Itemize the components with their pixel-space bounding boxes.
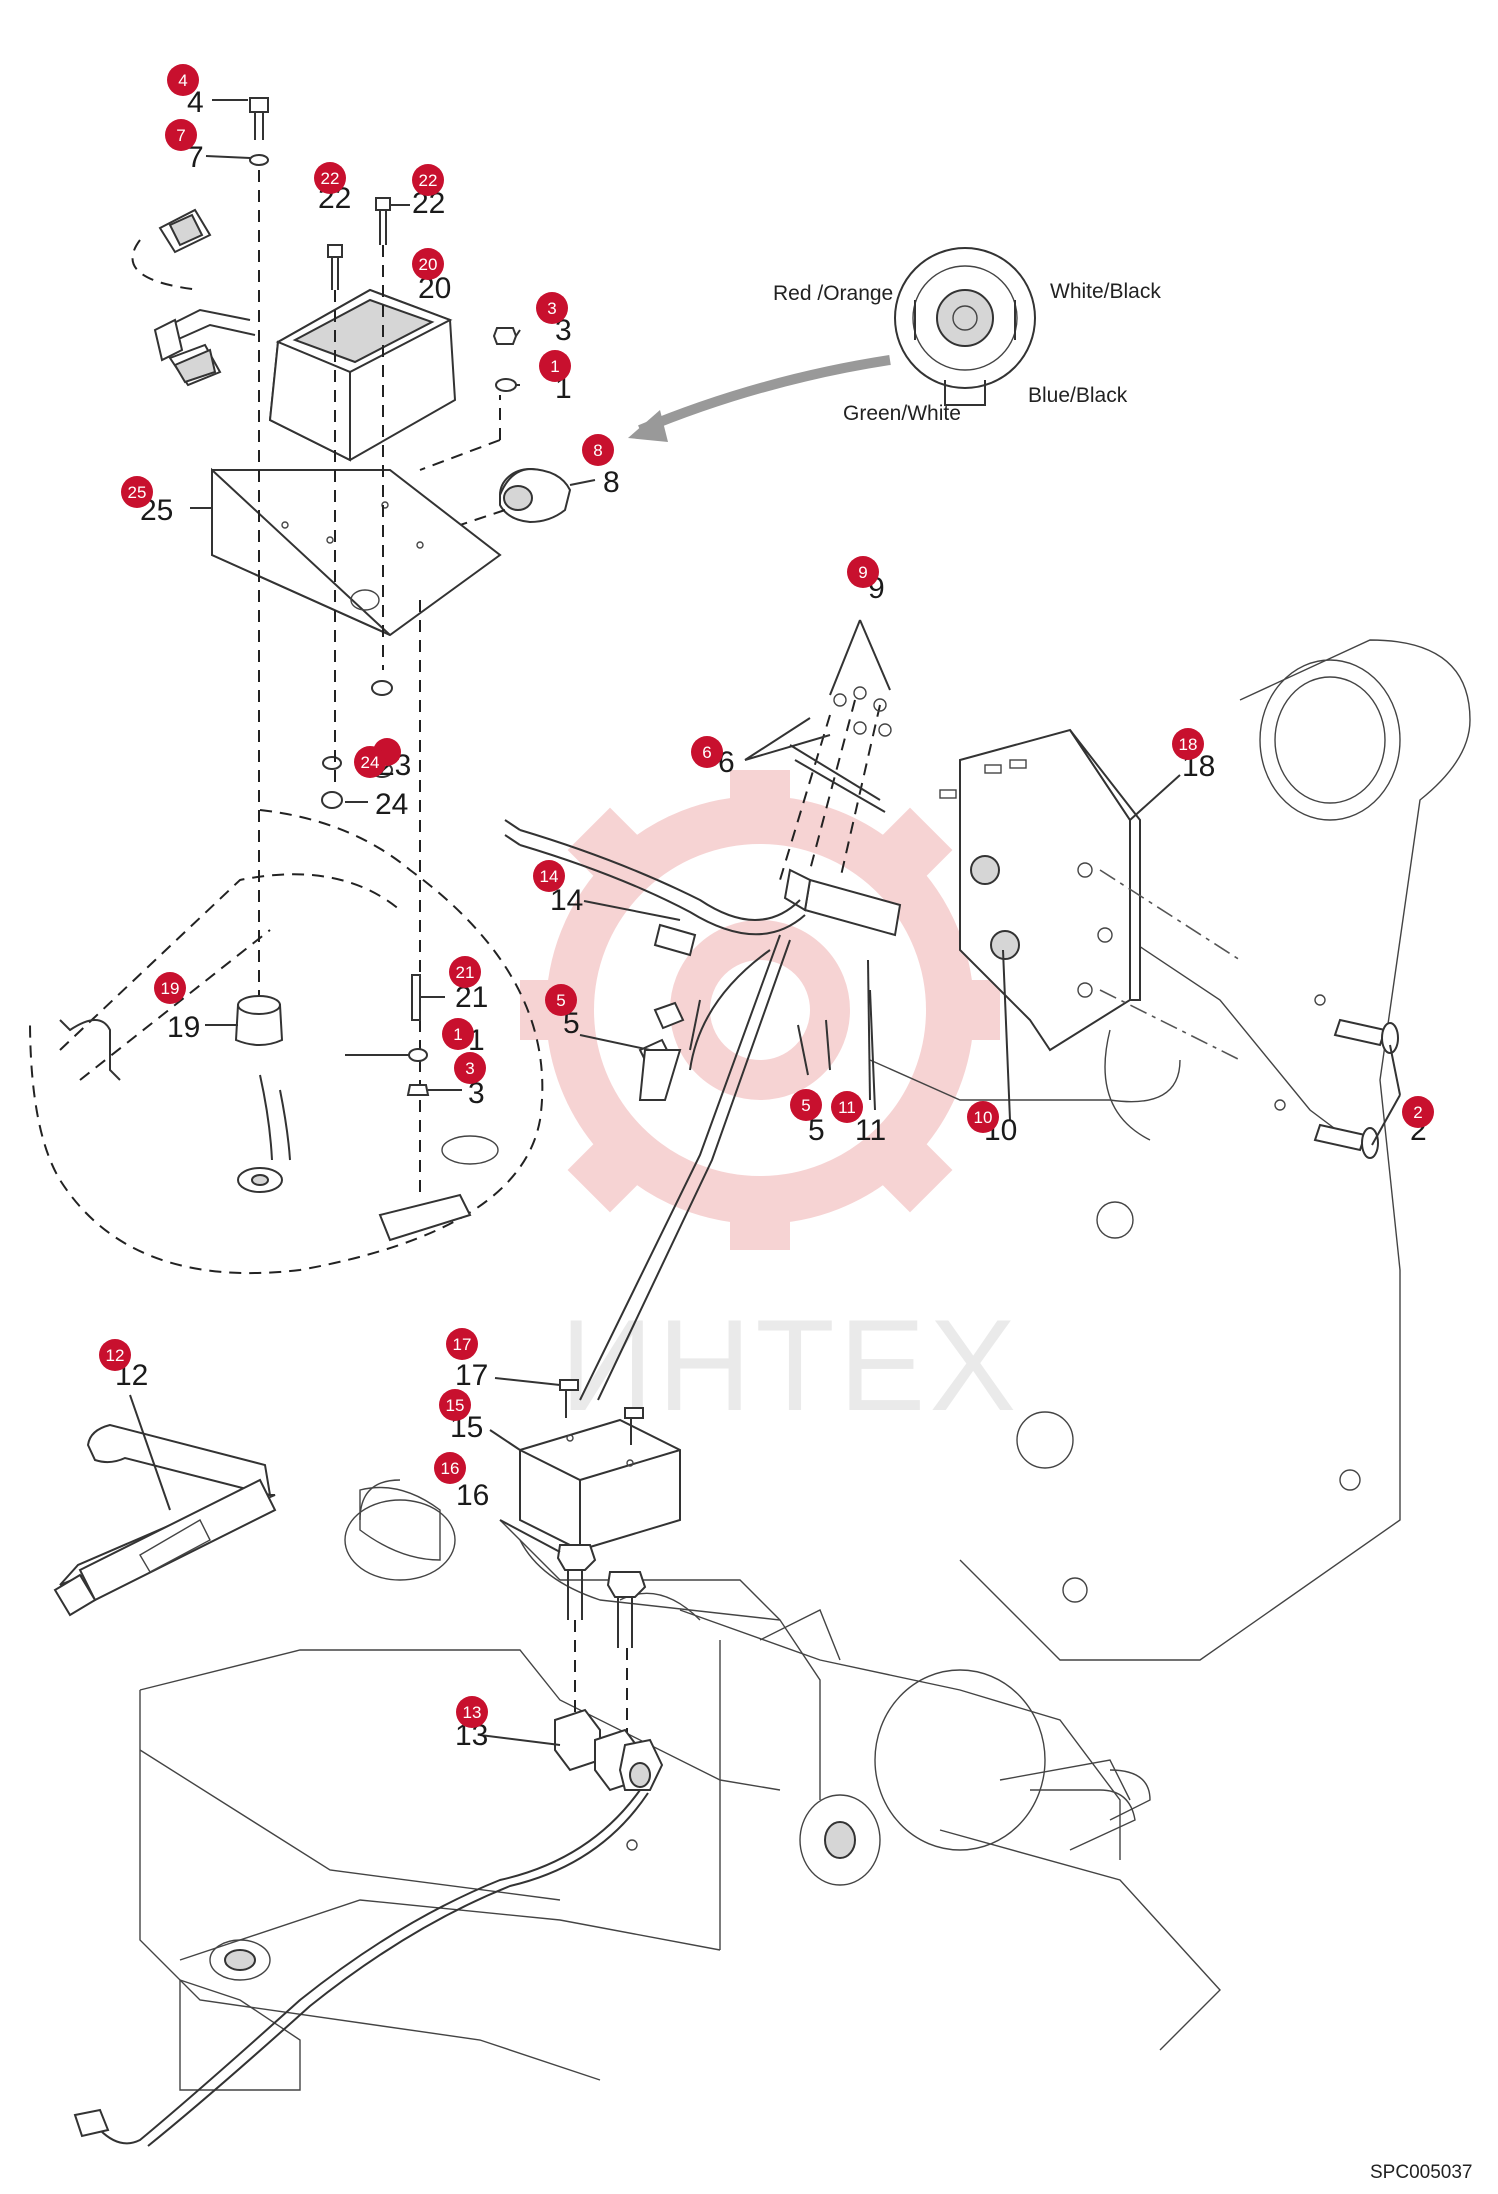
callout-badge: 11 <box>838 1098 856 1117</box>
callout-badge: 17 <box>453 1335 472 1354</box>
bolt-2 <box>1274 994 1399 1159</box>
callout-6[interactable]: 6 6 <box>691 736 735 779</box>
callout-badge: 6 <box>702 743 711 762</box>
callout-badge: 3 <box>465 1059 474 1078</box>
callout-badge: 8 <box>593 441 602 460</box>
callout-1-a[interactable]: 1 1 <box>539 350 572 405</box>
callout-badge: 5 <box>556 991 565 1010</box>
bolts-16 <box>556 1544 647 1740</box>
callout-number: 11 <box>855 1114 886 1147</box>
wire-label-blue-black: Blue/Black <box>1028 384 1128 407</box>
callout-badge: 20 <box>419 255 438 274</box>
callout-badge: 7 <box>176 126 185 145</box>
pin-21-stack <box>378 974 499 1242</box>
callout-8[interactable]: 8 8 <box>582 434 620 499</box>
callout-badge: 15 <box>446 1396 465 1415</box>
callout-number: 8 <box>603 466 620 499</box>
leader-lines <box>129 99 1401 1746</box>
callout-badge: 13 <box>463 1703 482 1722</box>
callout-22-a[interactable]: 22 22 <box>314 162 351 215</box>
sensor-clamp-13 <box>73 1708 664 2147</box>
callout-badge: 2 <box>1413 1103 1422 1122</box>
nut-3-top <box>492 327 518 392</box>
callout-1-b[interactable]: 1 1 <box>442 1018 485 1057</box>
connector-pinout: Red /Orange White/Black Green/White Blue… <box>628 247 1161 442</box>
rotary-switch-8 <box>429 467 572 536</box>
switch-assembly <box>638 686 902 1101</box>
callout-badge: 18 <box>1179 735 1198 754</box>
callout-number: 17 <box>455 1359 488 1392</box>
callout-18[interactable]: 18 18 <box>1172 728 1215 783</box>
bushing-19 <box>59 995 291 1193</box>
callout-13[interactable]: 13 13 <box>455 1696 488 1752</box>
callout-16[interactable]: 16 16 <box>434 1452 489 1512</box>
sensor-cover-15 <box>519 1379 681 1552</box>
grease-tube-12 <box>53 1423 277 1617</box>
callout-badge: 9 <box>858 563 867 582</box>
callout-21[interactable]: 21 21 <box>449 956 488 1014</box>
wire-label-green-white: Green/White <box>843 402 961 425</box>
wire-label-white-black: White/Black <box>1050 280 1161 303</box>
callout-number: 7 <box>187 141 204 174</box>
callout-5-b[interactable]: 5 5 <box>790 1089 825 1147</box>
callout-17[interactable]: 17 17 <box>446 1328 488 1392</box>
callout-badge: 25 <box>128 483 147 502</box>
callout-2[interactable]: 2 2 <box>1402 1096 1434 1147</box>
bolt-4 <box>249 97 269 166</box>
callout-number: 19 <box>167 1011 200 1044</box>
callout-number: 24 <box>375 788 408 821</box>
callout-3-a[interactable]: 3 3 <box>536 292 572 347</box>
callout-10[interactable]: 10 10 <box>967 1101 1017 1147</box>
boom-frame <box>869 639 1471 1661</box>
callout-5-a[interactable]: 5 5 <box>545 984 580 1040</box>
hood-outline <box>29 809 544 1275</box>
callout-badge: 3 <box>547 299 556 318</box>
callout-badge: 22 <box>321 169 340 188</box>
callout-11[interactable]: 11 11 <box>831 1091 886 1147</box>
callout-12[interactable]: 12 12 <box>99 1339 148 1392</box>
callout-4[interactable]: 4 4 <box>167 64 204 119</box>
callout-badge: 5 <box>801 1096 810 1115</box>
watermark-gear-icon <box>546 796 974 1224</box>
callout-14[interactable]: 14 14 <box>533 860 583 917</box>
callout-20[interactable]: 20 20 <box>412 248 451 305</box>
callout-badge: 16 <box>441 1459 460 1478</box>
callout-badge: 21 <box>456 963 475 982</box>
callout-15[interactable]: 15 15 <box>439 1389 483 1444</box>
assembly-guides <box>258 170 501 1200</box>
mounting-bracket <box>939 728 1241 1061</box>
callout-22-b[interactable]: 22 22 <box>412 164 445 220</box>
callout-badge: 10 <box>974 1108 993 1127</box>
callout-9[interactable]: 9 9 <box>847 556 885 605</box>
callout-badge: 24 <box>361 753 380 772</box>
callout-number: 5 <box>563 1007 580 1040</box>
callout-badge: 14 <box>540 867 559 886</box>
mounting-plate-25 <box>211 467 502 637</box>
box-assembly <box>131 208 457 462</box>
callout-number: 16 <box>456 1479 489 1512</box>
watermark: ИНТЕХ <box>520 770 1016 1438</box>
callout-badge: 4 <box>178 71 187 90</box>
callout-23[interactable]: 23 24 <box>354 738 411 782</box>
callout-badge: 19 <box>161 979 180 998</box>
screws-22 <box>327 197 391 290</box>
callout-24[interactable]: 24 <box>345 788 408 821</box>
callout-badge: 12 <box>106 1346 125 1365</box>
callout-19[interactable]: 19 19 <box>154 972 200 1044</box>
callouts: 4 4 7 7 22 22 22 22 20 20 3 <box>99 64 1434 1752</box>
callout-3-b[interactable]: 3 3 <box>428 1052 486 1110</box>
callout-number: 4 <box>187 86 204 119</box>
callout-badge: 1 <box>453 1025 462 1044</box>
wire-label-red-orange: Red /Orange <box>773 282 893 305</box>
callout-badge: 22 <box>419 171 438 190</box>
callout-25[interactable]: 25 25 <box>121 476 173 527</box>
callout-number: 5 <box>808 1114 825 1147</box>
callout-badge: 1 <box>550 357 559 376</box>
callout-number: 3 <box>468 1077 485 1110</box>
machine-body-lower <box>139 1469 1221 2091</box>
wire-harness <box>504 819 806 1401</box>
drawing-code: SPC005037 <box>1370 2162 1472 2183</box>
callout-7[interactable]: 7 7 <box>165 119 204 174</box>
